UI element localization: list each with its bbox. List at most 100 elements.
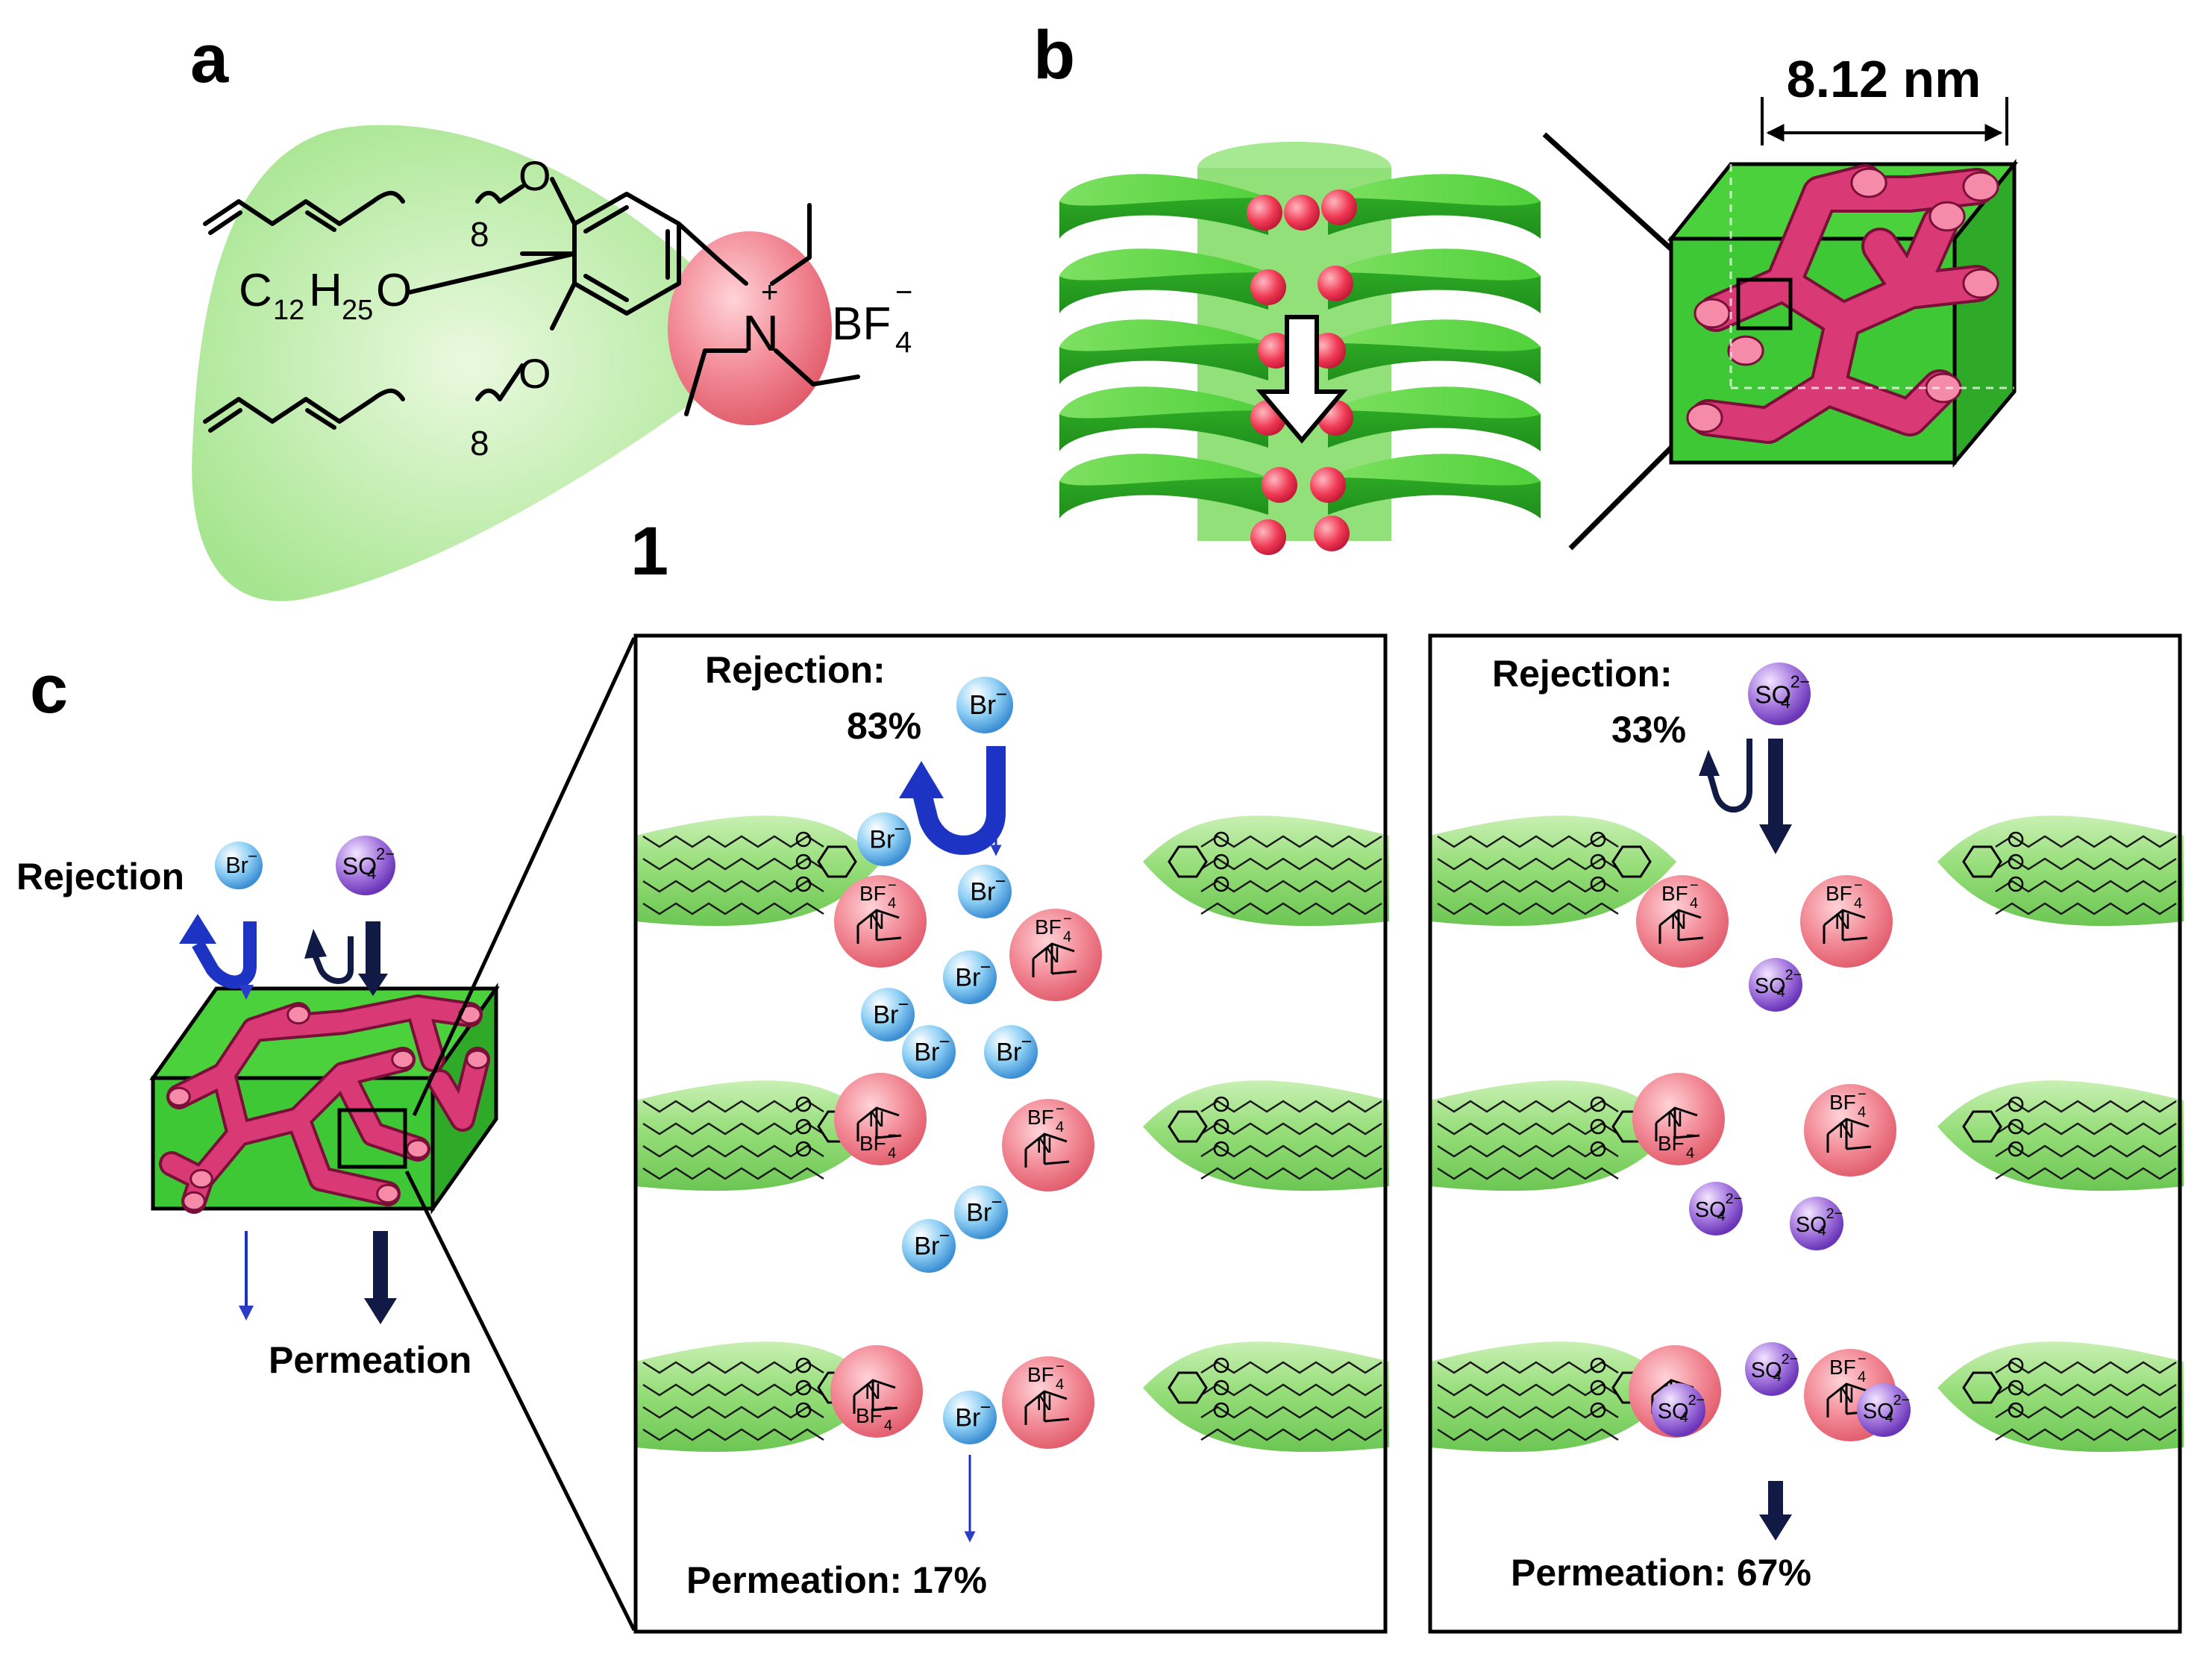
discotic-layer — [1143, 815, 1389, 927]
channel-end — [406, 1138, 430, 1159]
alkyl-chain — [1200, 1361, 1382, 1374]
svg-text:2−: 2− — [376, 845, 395, 863]
columnar-stack — [1059, 142, 1541, 555]
panel-b-label: b — [1033, 17, 1075, 93]
cubic-channel-network — [1686, 164, 1999, 444]
bromide-ion: Br− — [861, 988, 915, 1042]
counterion-bf4: BF 4 − — [832, 276, 912, 359]
svg-text:N: N — [1667, 1107, 1683, 1132]
svg-text:BF: BF — [1826, 882, 1852, 905]
svg-text:−: − — [1063, 911, 1072, 927]
disc-right — [1328, 248, 1541, 313]
disc-right — [1328, 319, 1541, 384]
overview-br-rejection-arrow — [192, 921, 257, 989]
aromatic-core — [1962, 845, 2002, 878]
channel-end — [1850, 167, 1887, 198]
alkyl-chain — [1995, 1361, 2177, 1374]
discotic-layer — [636, 815, 882, 927]
overview-zoom-box — [337, 1108, 407, 1169]
bromide-rejection-value: 83% — [847, 705, 921, 747]
svg-text:BF: BF — [859, 1132, 886, 1155]
alkyl-chain — [1437, 1167, 1619, 1180]
alkyl-chain — [1995, 880, 2177, 893]
svg-text:−: − — [1021, 1032, 1033, 1053]
alkyl-chain — [642, 1144, 824, 1158]
alkyl-chain — [1200, 1167, 1382, 1180]
disc-left — [1059, 454, 1268, 519]
alkyl-chain — [1200, 880, 1382, 893]
amphiphile-wedge — [192, 125, 744, 601]
bromide-ion: Br− — [958, 865, 1012, 918]
svg-text:Br: Br — [225, 853, 248, 878]
svg-text:2−: 2− — [1688, 1392, 1705, 1409]
svg-text:4: 4 — [367, 864, 376, 883]
sulfate-rejection-value: 33% — [1611, 709, 1686, 751]
svg-text:4: 4 — [1717, 1208, 1726, 1224]
alkyl-chain — [642, 1100, 824, 1113]
svg-text:Br: Br — [970, 878, 995, 906]
sulfate-zoom-box: NBF4−NBF4−NBF4−NBF4−NBF4−NBF4−SO42−SO42−… — [1428, 633, 2184, 1634]
alkyl-chain — [1437, 1361, 1619, 1374]
svg-text:N: N — [1044, 943, 1060, 968]
svg-text:−: − — [939, 1032, 950, 1053]
alkyl-chain — [1437, 1100, 1619, 1113]
svg-text:SO: SO — [1863, 1400, 1894, 1423]
svg-text:−: − — [995, 871, 1006, 892]
discotic-layer — [1143, 1080, 1389, 1191]
alkyl-chain — [642, 1167, 824, 1180]
aromatic-core — [1962, 1371, 2002, 1404]
alkyl-chain — [1200, 835, 1382, 848]
svg-text:BF: BF — [1027, 1106, 1054, 1129]
svg-text:4: 4 — [1056, 1376, 1064, 1393]
discotic-layer — [1430, 1341, 1676, 1453]
alkyl-chain — [1437, 902, 1619, 915]
panel-a: a — [190, 21, 912, 601]
svg-text:−: − — [888, 877, 897, 894]
sulfate-permeation-label: Permeation: 67% — [1511, 1552, 1811, 1594]
svg-text:4: 4 — [1690, 895, 1698, 912]
channel-end — [1727, 335, 1764, 366]
svg-text:SO: SO — [342, 853, 377, 880]
membrane-channel-network — [159, 994, 490, 1214]
bromide-ion: Br− — [943, 1391, 997, 1444]
svg-text:SO: SO — [1695, 1198, 1726, 1222]
c-zoom-line-bottom — [404, 1170, 636, 1632]
alkyl-chain — [642, 1361, 824, 1374]
svg-text:−: − — [939, 1226, 950, 1247]
channel-end — [286, 1004, 310, 1025]
zoom-region-box — [1736, 278, 1793, 331]
headgroup-sphere — [1284, 195, 1320, 231]
upper-oxygen: O — [518, 152, 551, 199]
bromide-rejection-label: Rejection: — [705, 649, 886, 691]
channel-end — [376, 1183, 400, 1204]
svg-text:N: N — [1036, 1391, 1053, 1415]
bromide-permeation-label: Permeation: 17% — [686, 1559, 987, 1601]
svg-text:4: 4 — [1777, 984, 1785, 1000]
channel-end — [189, 1168, 213, 1189]
channel-end — [466, 1049, 489, 1070]
headgroup-sphere — [1262, 467, 1297, 503]
svg-text:4: 4 — [895, 326, 912, 359]
disc-right — [1328, 174, 1541, 239]
svg-text:N: N — [868, 909, 885, 934]
svg-text:2−: 2− — [1790, 672, 1810, 692]
svg-text:BF: BF — [859, 882, 886, 905]
alkyl-chain — [1437, 1144, 1619, 1158]
svg-text:Br: Br — [873, 1001, 898, 1030]
svg-text:12: 12 — [273, 295, 304, 326]
svg-text:BF: BF — [832, 298, 891, 350]
aromatic-core — [1168, 1371, 1208, 1404]
